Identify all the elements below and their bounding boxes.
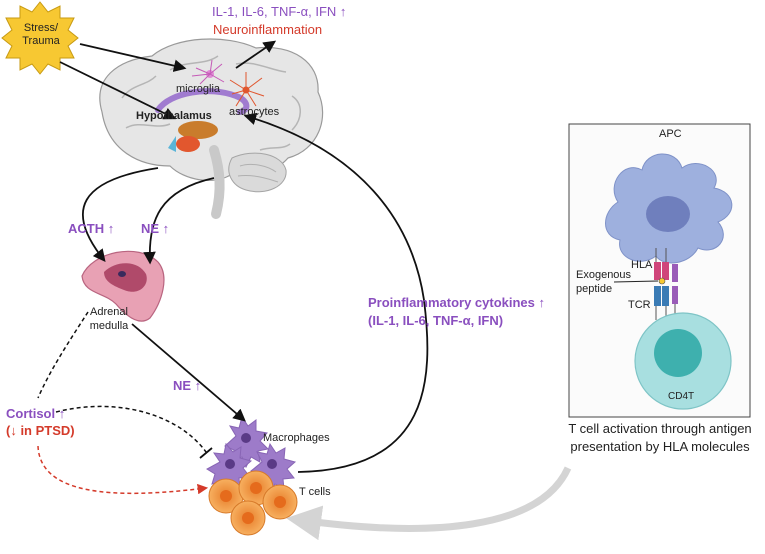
- apc-cell-icon: [605, 153, 733, 264]
- cortisol-label: Cortisol ↑ (↓ in PTSD): [6, 405, 75, 439]
- acth-label: ACTH ↑: [68, 221, 115, 236]
- adrenal-label: Adrenal medulla: [84, 305, 134, 333]
- hypothalamus-to-acth-arrow: [81, 167, 159, 262]
- adrenal-line-2: medulla: [89, 320, 129, 332]
- proinflammatory-label: Proinflammatory cytokines ↑ (IL-1, IL-6,…: [368, 294, 545, 330]
- exogenous-line-1: Exogenous: [576, 269, 632, 281]
- caption-line-2: presentation by HLA molecules: [570, 439, 750, 454]
- exogenous-peptide-label: Exogenous peptide: [576, 268, 631, 296]
- proinflammatory-line-2: (IL-1, IL-6, TNF-α, IFN): [368, 313, 504, 328]
- cortisol-line-1: Cortisol ↑: [6, 406, 66, 421]
- astrocyte-icon: [229, 72, 265, 107]
- ne-lower-label: NE ↑: [173, 378, 202, 393]
- ne-upper-label: NE ↑: [141, 221, 170, 236]
- adrenal-gland-illustration: [81, 250, 165, 322]
- microglia-label: microglia: [176, 83, 221, 95]
- apc-label: APC: [659, 128, 682, 140]
- macrophages-label: Macrophages: [263, 432, 330, 444]
- adrenal-to-cortisol-dashed-line: [37, 311, 89, 399]
- tcr-label: TCR: [628, 299, 651, 311]
- brain-illustration: [99, 38, 324, 219]
- peptide-pointer-line: [613, 280, 659, 283]
- astrocytes-label: astrocytes: [229, 106, 280, 118]
- panel-to-tcells-grey-arrow: [286, 466, 572, 541]
- cytokines-top-label: IL-1, IL-6, TNF-α, IFN ↑: [212, 4, 347, 19]
- microglia-icon: [191, 59, 225, 85]
- panel-caption: T cell activation through antigen presen…: [558, 420, 762, 456]
- neuroinflammation-label: Neuroinflammation: [213, 22, 323, 37]
- adrenal-line-1: Adrenal: [90, 306, 128, 318]
- stress-line-2: Trauma: [22, 35, 60, 47]
- tcell-cluster-icon: [208, 470, 298, 536]
- proinflammatory-line-1: Proinflammatory cytokines ↑: [368, 295, 545, 310]
- cd4t-label: CD4T: [668, 391, 695, 402]
- adrenal-to-ne-arrow: [131, 323, 246, 422]
- stress-to-hypothalamus-arrow: [59, 61, 177, 120]
- cortisol-to-tcells-red-arrow: [37, 445, 209, 495]
- stress-to-microglia-arrow: [79, 43, 187, 72]
- tcells-label: T cells: [299, 486, 331, 498]
- cortisol-line-2: (↓ in PTSD): [6, 423, 75, 438]
- hypothalamus-label: Hypothalamus: [136, 110, 212, 122]
- exogenous-line-2: peptide: [576, 283, 613, 295]
- glia-to-cytokines-arrow: [235, 40, 277, 69]
- brainstem-to-ne-arrow: [143, 177, 215, 265]
- cytokines-feedback-arrow: [243, 112, 429, 473]
- inhibition-bar: [199, 447, 213, 459]
- stress-label: Stress/ Trauma: [20, 22, 62, 48]
- hla-label: HLA: [631, 259, 653, 271]
- stress-line-1: Stress/: [23, 22, 59, 34]
- cd4t-cell-icon: [634, 312, 732, 410]
- caption-line-1: T cell activation through antigen: [568, 421, 752, 436]
- cortisol-inhibition-dashed-line: [55, 405, 207, 453]
- stress-starburst-icon: [1, 1, 79, 75]
